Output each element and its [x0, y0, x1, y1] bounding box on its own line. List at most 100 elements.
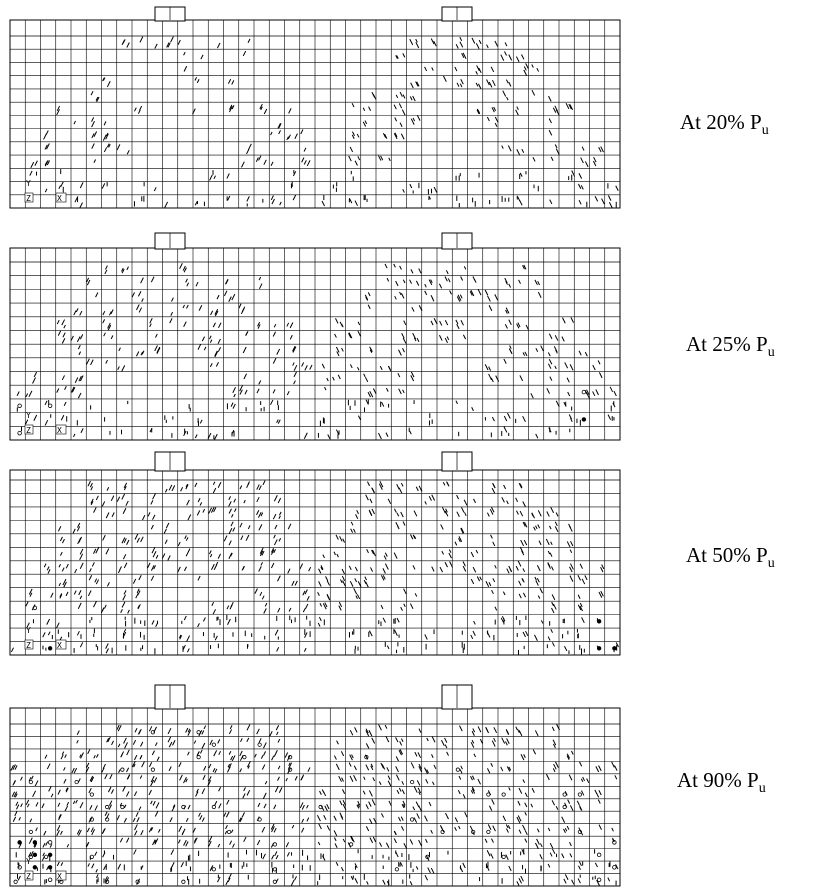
crack-mark: [598, 372, 603, 379]
crack-mark: [111, 740, 114, 746]
axis-z-label: Z: [26, 194, 31, 203]
crack-mark: [349, 364, 353, 369]
crack-mark: [425, 838, 428, 843]
crack-mark: [15, 801, 19, 807]
crack-mark: [131, 292, 135, 298]
crack-mark: [554, 526, 559, 533]
crack-mark: [539, 843, 543, 848]
crack-mark: [88, 787, 92, 794]
crack-mark: [577, 594, 581, 600]
crack-mark: [564, 874, 569, 881]
crack-mark: [523, 754, 526, 758]
crack-mark: [272, 331, 276, 337]
crack-mark: [63, 767, 66, 771]
crack-mark: [156, 347, 161, 354]
crack-mark: [472, 566, 477, 573]
crack-mark: [403, 588, 407, 595]
crack-mark: [271, 755, 275, 761]
crack-mark: [138, 728, 142, 735]
panel-4-subscript: u: [758, 781, 766, 796]
crack-mark: [370, 765, 374, 771]
crack-mark: [182, 304, 185, 309]
crack-mark: [524, 792, 528, 798]
crack-mark: [116, 496, 121, 502]
crack-mark: [370, 567, 374, 572]
crack-mark: [415, 866, 419, 870]
crack-mark: [471, 788, 476, 794]
crack-mark: [409, 881, 413, 886]
crushing-mark: [440, 829, 445, 835]
crack-mark: [535, 525, 538, 530]
mesh-panel-2: ZYX: [9, 232, 621, 441]
crack-mark: [394, 629, 398, 637]
crack-mark: [106, 143, 110, 148]
crack-mark: [456, 296, 461, 302]
crack-mark: [553, 763, 557, 770]
crack-mark: [552, 743, 556, 749]
mesh-panel-4: ZYX: [9, 684, 621, 887]
crack-mark: [471, 775, 475, 780]
crack-mark: [89, 568, 92, 573]
crack-mark: [333, 815, 337, 821]
crack-mark: [490, 853, 494, 859]
crack-mark: [41, 803, 45, 809]
crushing-mark: [272, 867, 277, 872]
crack-mark: [301, 804, 305, 810]
crack-mark: [402, 337, 407, 344]
crack-mark: [272, 513, 277, 520]
crack-mark: [187, 729, 192, 736]
crack-mark: [167, 727, 172, 735]
crack-mark: [519, 483, 523, 488]
crack-mark: [555, 806, 559, 810]
crack-mark: [207, 780, 212, 787]
crack-mark: [325, 576, 329, 582]
crack-mark: [258, 566, 262, 572]
crack-mark: [104, 269, 108, 275]
crack-mark: [593, 156, 597, 163]
crack-mark: [102, 134, 107, 141]
crack-mark: [568, 523, 572, 529]
crack-mark: [461, 53, 465, 58]
crack-mark: [549, 852, 553, 857]
crack-mark: [522, 501, 526, 507]
crack-mark: [256, 388, 260, 394]
crack-mark: [524, 351, 528, 357]
crack-mark: [338, 605, 342, 611]
crack-mark: [247, 38, 251, 44]
crushing-mark: [349, 842, 354, 847]
crack-mark: [580, 185, 584, 190]
crack-mark: [148, 827, 153, 833]
crack-mark: [357, 330, 361, 337]
crack-mark: [11, 791, 16, 797]
crack-mark: [368, 730, 373, 737]
crack-mark: [424, 290, 428, 296]
crack-mark: [372, 836, 377, 843]
crack-mark: [379, 365, 383, 371]
crack-mark: [578, 350, 582, 356]
crack-mark: [518, 279, 521, 284]
crack-mark: [577, 604, 582, 611]
crack-mark: [355, 514, 359, 519]
crack-mark: [417, 752, 422, 758]
crack-mark: [212, 487, 217, 494]
crack-mark: [116, 144, 121, 151]
crack-mark: [187, 514, 192, 521]
crack-mark: [212, 322, 216, 328]
crack-mark: [239, 750, 243, 757]
crack-mark: [201, 742, 206, 749]
crack-mark: [577, 574, 581, 581]
crack-mark: [257, 511, 262, 518]
crack-mark: [141, 350, 145, 355]
crack-mark: [522, 631, 526, 638]
crack-mark: [317, 622, 321, 627]
crack-mark: [373, 817, 377, 824]
crack-mark: [121, 267, 124, 272]
crack-mark: [286, 852, 290, 857]
crack-mark: [16, 391, 20, 397]
crack-mark: [522, 265, 525, 270]
crack-mark: [86, 277, 90, 283]
crack-mark: [228, 540, 232, 546]
crack-mark: [476, 576, 481, 582]
crushing-mark: [227, 829, 232, 835]
crack-mark: [384, 552, 388, 557]
